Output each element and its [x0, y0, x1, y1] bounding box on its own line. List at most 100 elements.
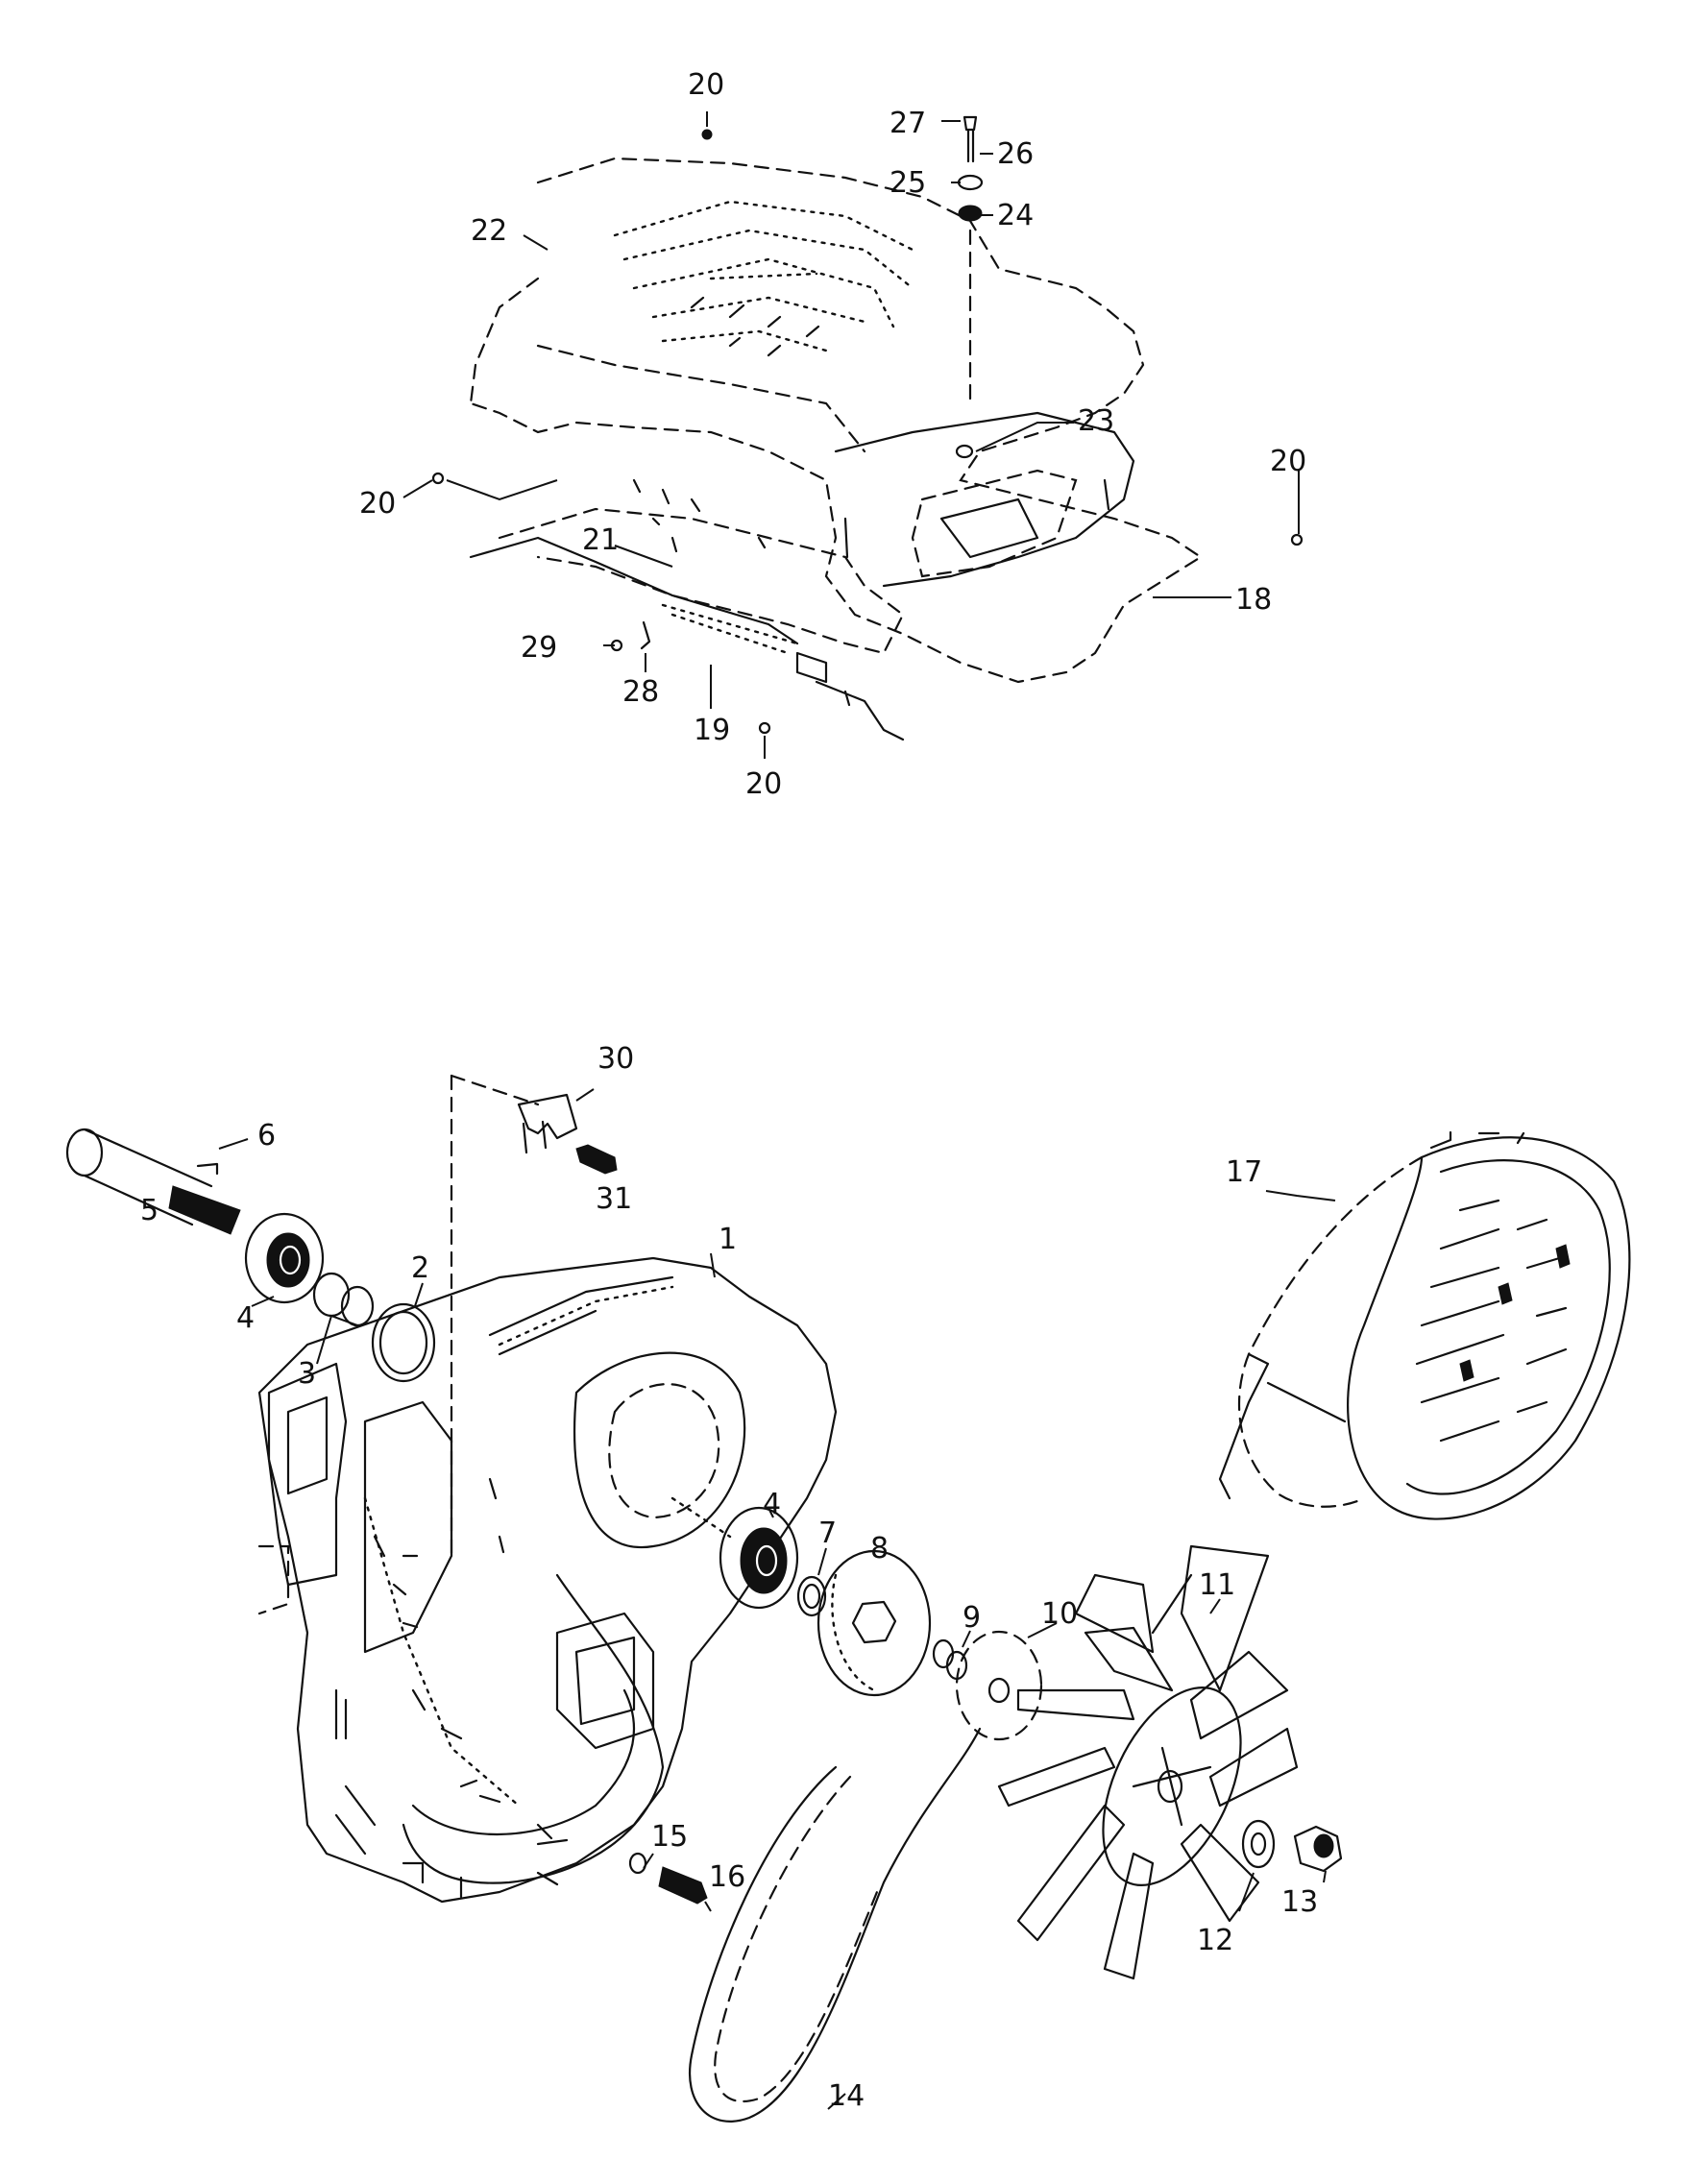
callout-7: 7 [818, 1517, 837, 1550]
bearing-4-outer [244, 1212, 325, 1304]
washer-25 [957, 174, 984, 191]
clip-body [517, 1093, 578, 1154]
callout-16: 16 [709, 1860, 745, 1894]
callout-13: 13 [1281, 1885, 1318, 1919]
callout-27: 27 [890, 107, 926, 140]
cover-17-front [1347, 1136, 1631, 1520]
callout-24: 24 [997, 199, 1034, 232]
housing-inner-frame [363, 1400, 453, 1654]
top-cover-left-edge [469, 277, 540, 405]
callout-20: 20 [1270, 445, 1306, 478]
pulley-plate-8-hex [851, 1600, 897, 1644]
callout-4: 4 [763, 1488, 781, 1521]
belt-outer [689, 1727, 982, 2123]
callout-2: 2 [411, 1251, 429, 1285]
housing-volute [402, 1573, 665, 1884]
housing-inner-panel [911, 469, 1078, 578]
washer-12 [1241, 1819, 1276, 1869]
callout-17: 17 [1226, 1155, 1262, 1189]
housing-top-rib [488, 1275, 674, 1356]
bearing-4-race [266, 1232, 310, 1288]
base-channel-outline [498, 507, 905, 655]
assembly-axis-line-top [450, 1074, 540, 1106]
bearing-4b-outer [719, 1506, 799, 1610]
housing-drum-inner [608, 1383, 720, 1519]
callout-14: 14 [828, 2079, 865, 2113]
screw-stack [955, 115, 984, 459]
belt-inner [714, 1775, 881, 2103]
callout-12: 12 [1197, 1924, 1233, 1957]
fan-center [1157, 1769, 1183, 1804]
key-6 [196, 1162, 219, 1176]
callout-20: 20 [745, 767, 782, 801]
housing-right-section [834, 411, 1135, 588]
screw-16 [658, 1866, 708, 1905]
top-cover-vent-slots [690, 296, 820, 357]
bearing-4-bore [279, 1245, 302, 1275]
callout-3: 3 [298, 1357, 316, 1391]
housing-left-panel [267, 1362, 348, 1587]
grommet-23 [955, 444, 974, 459]
clip-30 [517, 1093, 578, 1154]
small-screws [431, 129, 1304, 735]
housing-bracket [555, 1612, 655, 1750]
spacer-9a [932, 1638, 955, 1669]
snap-ring-2 [371, 1302, 436, 1383]
hub-10 [955, 1630, 1043, 1741]
screw-20-top [701, 129, 713, 140]
housing-volute-inner [411, 1688, 636, 1835]
callout-1: 1 [719, 1223, 737, 1256]
callout-29: 29 [521, 631, 557, 665]
seal-7 [796, 1575, 827, 1617]
cover-17-slots [1459, 1244, 1571, 1382]
callout-25: 25 [890, 166, 926, 200]
housing-left-edge [257, 1544, 290, 1615]
washer-12-hole [1250, 1832, 1267, 1856]
housing-top-rib-detail [498, 1285, 674, 1347]
callout-21: 21 [582, 523, 619, 557]
housing-screws [628, 1852, 708, 1905]
callout-18: 18 [1235, 583, 1272, 617]
callout-19: 19 [694, 714, 730, 747]
callout-30: 30 [597, 1042, 634, 1076]
callout-20: 20 [688, 68, 724, 102]
top-cover-front-lip [536, 344, 866, 453]
screw-20-right [1290, 533, 1304, 546]
spacer-3a [312, 1272, 351, 1318]
fan-blades [997, 1544, 1299, 1980]
cover-17-bracket [1218, 1352, 1347, 1500]
top-cover-grille [613, 200, 914, 352]
screw-27 [963, 115, 978, 163]
base-channel-rivets [661, 603, 799, 655]
fan-11 [997, 1544, 1299, 1980]
shaft-thread [168, 1185, 241, 1235]
pulley-plate-8-rim [831, 1573, 876, 1692]
housing-outline [257, 1256, 838, 1904]
cover-17-shell [1237, 1155, 1424, 1508]
seal-7-inner [802, 1583, 821, 1610]
drive-stack [719, 1506, 1043, 1741]
cover-small-parts [632, 478, 767, 553]
housing-drum-recess [573, 1351, 746, 1549]
callout-10: 10 [1041, 1597, 1078, 1631]
callout-15: 15 [651, 1820, 688, 1854]
fan-cover-17 [1218, 1130, 1631, 1520]
callout-22: 22 [471, 214, 507, 248]
main-housing [257, 1256, 838, 1904]
callout-8: 8 [870, 1532, 889, 1565]
screw-28 [640, 620, 651, 650]
housing-window [939, 497, 1039, 559]
leader-lines [218, 111, 1336, 2110]
top-cover-assembly [469, 157, 1204, 741]
callout-5: 5 [140, 1194, 158, 1227]
nut-13 [1293, 1825, 1343, 1873]
housing-side-mark [843, 478, 1110, 559]
nut-13-bore [1313, 1833, 1334, 1858]
base-channel-clip [795, 651, 905, 741]
callout-labels: 20 27 26 25 24 22 23 20 20 21 18 29 28 1… [140, 68, 1318, 2113]
callout-28: 28 [622, 675, 659, 709]
screw-20-left [431, 472, 445, 485]
callout-6: 6 [257, 1119, 276, 1153]
fan-fasteners [1241, 1819, 1343, 1873]
snap-ring-2-inner [378, 1310, 428, 1375]
